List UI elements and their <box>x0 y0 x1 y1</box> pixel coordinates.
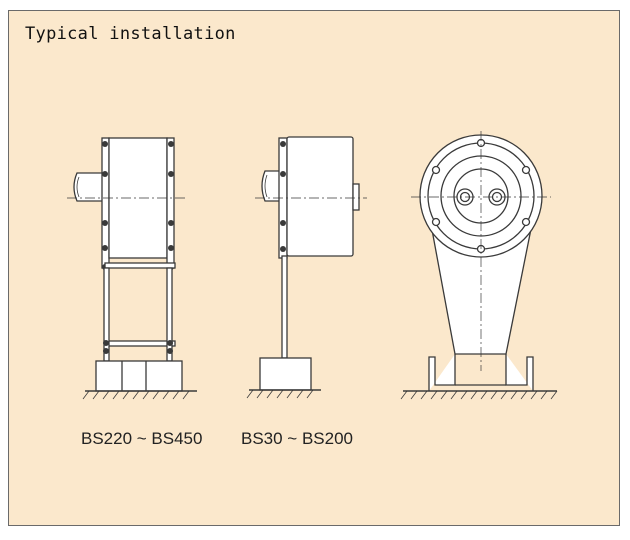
installation-drawings <box>67 131 558 400</box>
diagram-title: Typical installation <box>25 24 236 44</box>
front-view <box>400 131 558 400</box>
caption-bs30-bs200: BS30 ~ BS200 <box>241 429 354 448</box>
bs220-bs450-side-view <box>67 137 197 400</box>
bs30-bs200-side-view <box>246 136 367 399</box>
caption-bs220-bs450: BS220 ~ BS450 <box>81 429 203 448</box>
drawing-panel: Typical installation <box>8 10 620 526</box>
